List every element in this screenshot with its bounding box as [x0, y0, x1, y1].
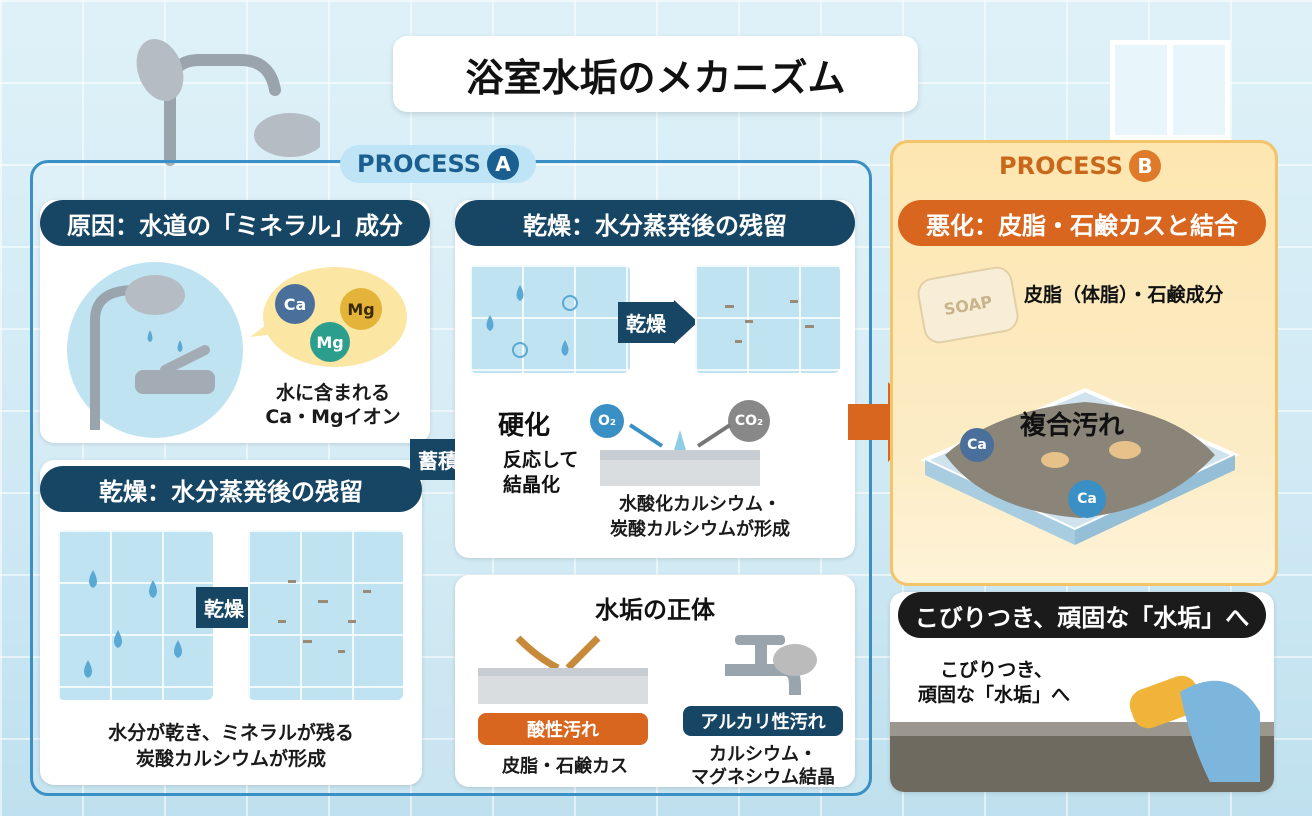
acid-stain-icon [478, 635, 648, 704]
dry-right-banner: 乾燥：水分蒸発後の残留 [455, 200, 855, 246]
identity-title: 水垢の正体 [595, 596, 715, 624]
dry-left-caption-2: 炭酸カルシウムが形成 [135, 748, 326, 770]
o2-badge: O₂ [590, 404, 624, 438]
final-caption-2: 頑固な「水垢」へ [918, 684, 1071, 706]
wet-tile-panel [58, 530, 213, 700]
composite-label: 複合汚れ [1020, 411, 1125, 441]
acid-desc: 皮脂・石鹸カス [502, 756, 628, 777]
cause-caption-1: 水に含まれる [275, 382, 390, 404]
dry-right-wet-tiles [470, 265, 630, 373]
process-a-label: PROCESS A [340, 145, 536, 183]
process-b-banner: 悪化：皮脂・石鹸カスと結合 [898, 200, 1266, 246]
harden-line-2: 結晶化 [503, 474, 561, 496]
dry-left-caption-1: 水分が乾き、ミネラルが残る [108, 722, 354, 744]
ion-ca-badge: Ca [275, 284, 315, 324]
shower-head-icon [136, 39, 320, 166]
final-caption-1: こびりつき、 [940, 659, 1053, 681]
alkali-label: アルカリ性汚れ [683, 706, 843, 736]
process-a-letter: A [486, 148, 519, 180]
scrub-brush-icon [1129, 675, 1260, 782]
co2-badge: CO₂ [728, 400, 770, 442]
page-title: 浴室水垢のメカニズム [393, 36, 918, 112]
residue-icons [725, 300, 814, 343]
dry-right-arrow-icon [674, 300, 698, 344]
dry-left-banner: 乾燥：水分蒸発後の残留 [40, 466, 422, 512]
process-a-label-text: PROCESS [357, 150, 481, 178]
process-b-label-text: PROCESS [999, 152, 1123, 180]
acid-label: 酸性汚れ [478, 713, 648, 745]
window-icon [1110, 40, 1230, 140]
composite-ca-badge-2: Ca [1068, 480, 1106, 518]
alkali-desc-2: マグネシウム結晶 [691, 767, 835, 788]
sebum-label: 皮脂（体脂）・石鹸成分 [1024, 284, 1224, 306]
dry-right-arrow-label: 乾燥 [618, 301, 674, 343]
water-drop-icons-2 [486, 285, 578, 358]
dry-left-arrow-label: 乾燥 [196, 586, 252, 628]
cause-caption-2: Ca・Mgイオン [265, 406, 401, 428]
alkali-desc-1: カルシウム・ [709, 744, 817, 765]
dry-right-caption-1: 水酸化カルシウム・ [619, 494, 781, 515]
mineral-residue-icons [278, 580, 371, 653]
dry-right-arrow: 乾燥 [618, 300, 698, 344]
final-banner: こびりつき、頑固な「水垢」へ [898, 592, 1266, 638]
soap-label: SOAP [942, 291, 994, 319]
dry-right-caption-2: 炭酸カルシウムが形成 [610, 519, 790, 540]
dry-tile-panel [248, 530, 403, 700]
dry-right-residue-tiles [695, 265, 840, 373]
composite-ca-badge-1: Ca [960, 428, 994, 462]
crystal-formation-icon [600, 423, 760, 486]
faucet-icon [725, 635, 817, 695]
process-b-letter: B [1128, 150, 1161, 182]
composite-dirt-icon [920, 387, 1240, 545]
faucet-shower-icon [67, 262, 243, 438]
cause-banner: 原因：水道の「ミネラル」成分 [40, 200, 430, 246]
dry-right-card [455, 200, 855, 558]
process-b-label: PROCESS B [980, 148, 1180, 184]
water-drop-icons [84, 570, 182, 678]
harden-title: 硬化 [498, 411, 551, 441]
harden-line-1: 反応して [503, 449, 579, 471]
ion-mg-badge: Mg [340, 288, 382, 330]
ion-mg-badge-2: Mg [310, 322, 350, 362]
